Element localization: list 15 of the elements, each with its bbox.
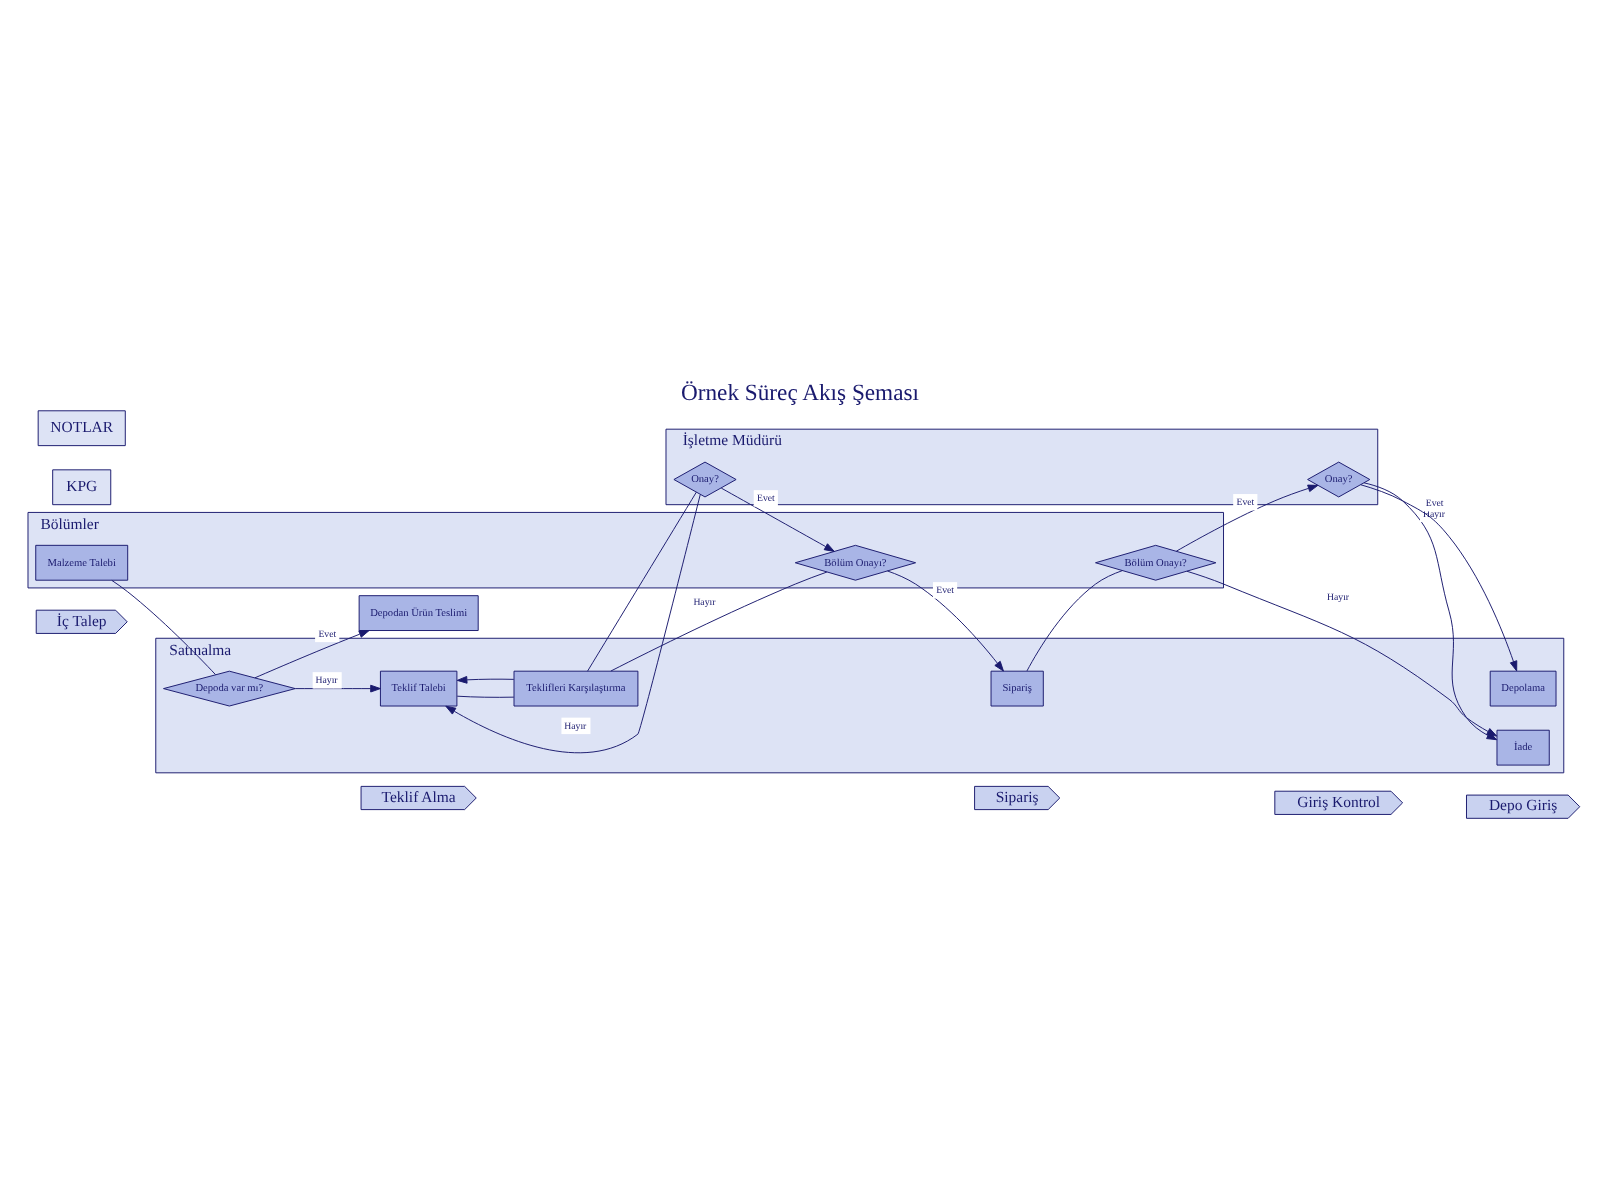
node-box: KPG [52,468,112,505]
connector [587,490,697,671]
diagram-title: Örnek Süreç Akış Şeması [681,379,919,406]
arrow [1186,569,1498,736]
connector [456,694,515,697]
arrow [294,683,381,692]
node-box: NOTLAR [37,409,126,446]
arrow [1175,483,1319,551]
connector [1026,569,1123,671]
arrow [886,569,1004,671]
arrow [445,493,701,753]
arrow [456,674,515,683]
connector [610,570,828,671]
arrow [254,629,370,678]
arrow [1360,483,1518,671]
